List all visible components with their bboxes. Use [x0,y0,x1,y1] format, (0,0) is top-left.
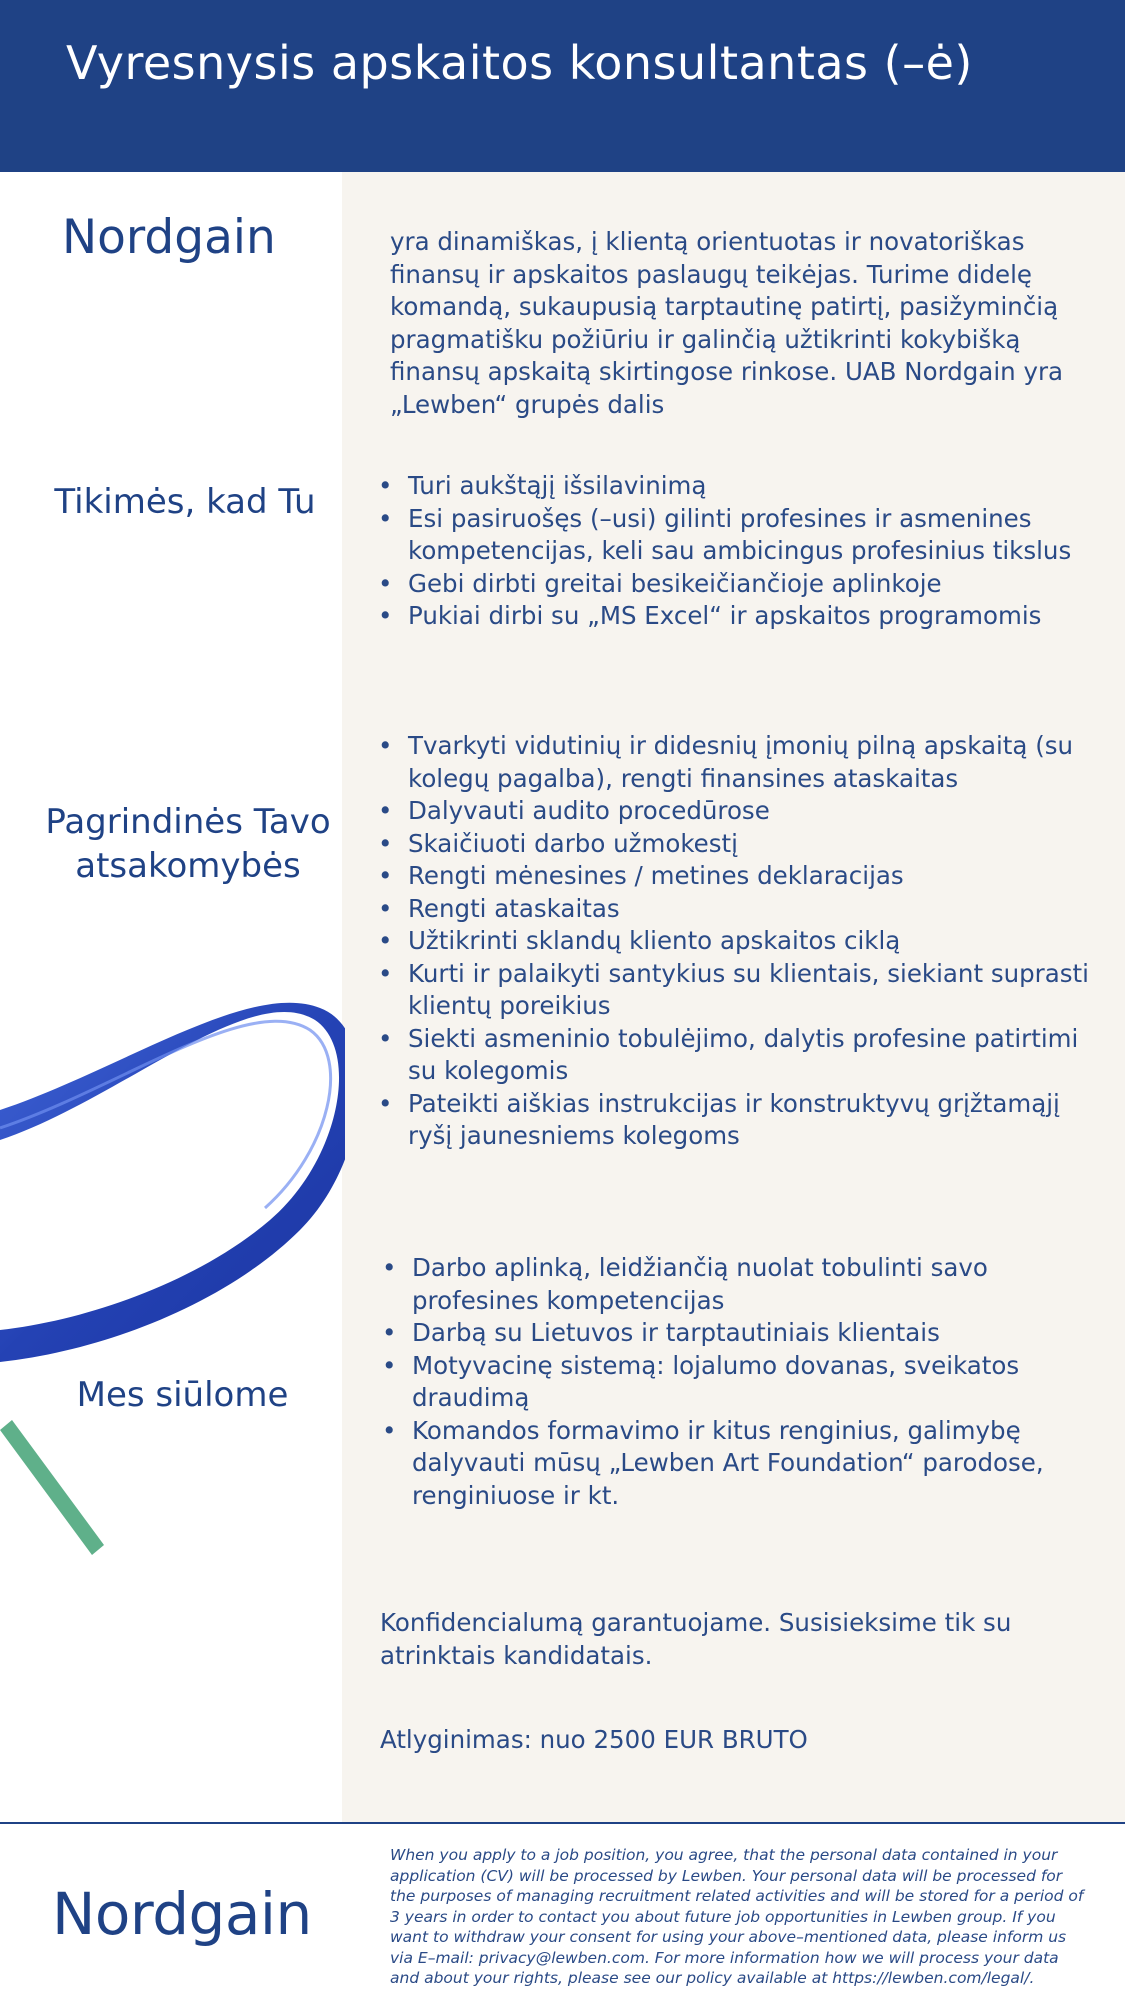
blue-ribbon-shape [0,1002,345,1362]
list-item: Darbą su Lietuvos ir tarptautiniais klie… [382,1317,1112,1350]
list-item: Gebi dirbti greitai besikeičiančioje apl… [378,568,1108,601]
salary-info: Atlyginimas: nuo 2500 EUR BRUTO [380,1725,808,1754]
header-bar: Vyresnysis apskaitos konsultantas (–ė) [0,0,1125,172]
list-item: Dalyvauti audito procedūrose [378,795,1108,828]
list-item: Kurti ir palaikyti santykius su klientai… [378,958,1108,1023]
page-title: Vyresnysis apskaitos konsultantas (–ė) [66,36,973,90]
company-intro: yra dinamiškas, į klientą orientuotas ir… [390,227,1064,419]
list-item: Pateikti aiškias instrukcijas ir konstru… [378,1088,1108,1153]
responsibilities-list: Tvarkyti vidutinių ir didesnių įmonių pi… [378,730,1108,1153]
privacy-notice: When you apply to a job position, you ag… [390,1846,1084,1987]
list-item: Tvarkyti vidutinių ir didesnių įmonių pi… [378,730,1108,795]
company-name: Nordgain [62,210,276,265]
ribbon-highlight [0,1019,332,1210]
list-item: Komandos formavimo ir kitus renginius, g… [382,1415,1112,1513]
confidentiality-note: Konfidencialumą garantuojame. Susisieksi… [380,1608,1012,1670]
footer-divider [0,1822,1125,1824]
list-item: Pukiai dirbi su „MS Excel“ ir apskaitos … [378,600,1108,633]
list-item: Turi aukštąjį išsilavinimą [378,470,1108,503]
list-item: Motyvacinę sistemą: lojalumo dovanas, sv… [382,1350,1112,1415]
list-item: Darbo aplinką, leidžiančią nuolat tobuli… [382,1252,1112,1317]
offer-list: Darbo aplinką, leidžiančią nuolat tobuli… [382,1252,1112,1512]
decorative-ribbon [0,1002,345,1555]
list-item: Rengti ataskaitas [378,893,1108,926]
footer-logo: Nordgain [52,1880,312,1948]
expectations-heading: Tikimės, kad Tu [54,482,316,522]
list-item: Užtikrinti sklandų kliento apskaitos cik… [378,925,1108,958]
list-item: Esi pasiruošęs (–usi) gilinti profesines… [378,503,1108,568]
green-ribbon-shape [0,1420,104,1555]
list-item: Rengti mėnesines / metines deklaracijas [378,860,1108,893]
offer-heading: Mes siūlome [76,1375,289,1415]
list-item: Skaičiuoti darbo užmokestį [378,828,1108,861]
responsibilities-heading: Pagrindinės Tavo atsakomybės [45,802,331,886]
expectations-list: Turi aukštąjį išsilavinimą Esi pasiruošę… [378,470,1108,633]
list-item: Siekti asmeninio tobulėjimo, dalytis pro… [378,1023,1108,1088]
